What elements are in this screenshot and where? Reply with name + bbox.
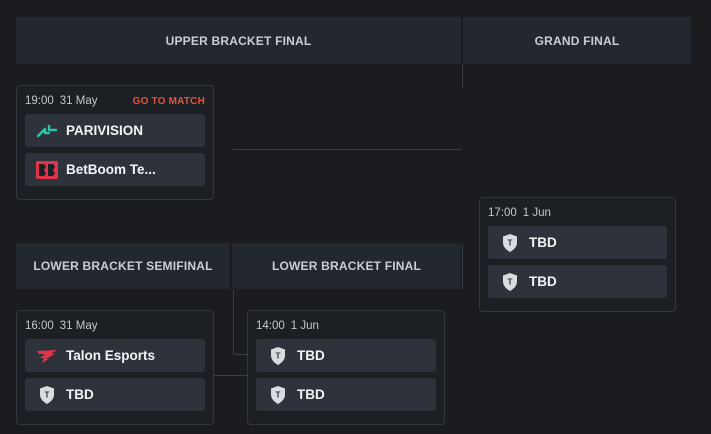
parivision-logo-icon: [35, 119, 59, 143]
bracket-connector: [233, 354, 247, 355]
match-meta: 19:00 31 May GO TO MATCH: [25, 94, 205, 108]
stage-title: LOWER BRACKET SEMIFINAL: [33, 259, 213, 273]
match-time: 19:00: [25, 95, 54, 107]
bracket-connector: [462, 244, 463, 290]
match-meta: 16:00 31 May: [25, 319, 205, 333]
tbd-shield-icon: T: [266, 344, 290, 368]
team-name: TBD: [297, 387, 325, 402]
team-row-parivision[interactable]: PARIVISION: [25, 114, 205, 147]
stage-title: UPPER BRACKET FINAL: [165, 33, 312, 48]
match-date: 31 May: [59, 95, 98, 107]
tbd-shield-icon: T: [35, 383, 59, 407]
team-row-tbd[interactable]: T TBD: [488, 226, 667, 259]
match-card-grand-final[interactable]: 17:00 1 Jun T TBD T TBD: [479, 197, 676, 312]
team-row-tbd[interactable]: T TBD: [488, 265, 667, 298]
match-date: 1 Jun: [290, 320, 319, 332]
bracket-connector: [462, 64, 463, 88]
team-name: Talon Esports: [66, 348, 156, 363]
match-card-lower-bracket-semifinal[interactable]: 16:00 31 May Talon Esports T TBD: [16, 310, 214, 425]
stage-title: LOWER BRACKET FINAL: [271, 259, 422, 273]
team-row-tbd[interactable]: T TBD: [256, 339, 436, 372]
team-row-tbd[interactable]: T TBD: [25, 378, 205, 411]
bracket-connector: [214, 375, 247, 376]
match-date: 1 Jun: [522, 207, 551, 219]
svg-text:T: T: [45, 390, 50, 399]
team-row-betboom[interactable]: BetBoom Te...: [25, 153, 205, 186]
svg-text:T: T: [276, 390, 281, 399]
stage-header-lower-bracket-semifinal: LOWER BRACKET SEMIFINAL: [16, 243, 230, 289]
tbd-shield-icon: T: [498, 270, 522, 294]
match-time: 17:00: [488, 207, 517, 219]
match-date: 31 May: [59, 320, 98, 332]
stage-header-upper-bracket-final: UPPER BRACKET FINAL: [16, 17, 461, 64]
team-name: TBD: [529, 274, 557, 289]
team-name: TBD: [66, 387, 94, 402]
stage-header-lower-bracket-final: LOWER BRACKET FINAL: [232, 243, 461, 289]
match-card-upper-bracket-final[interactable]: 19:00 31 May GO TO MATCH PARIVISION BetB…: [16, 85, 214, 200]
match-meta: 14:00 1 Jun: [256, 319, 436, 333]
match-time: 14:00: [256, 320, 285, 332]
svg-text:T: T: [508, 238, 513, 247]
match-card-lower-bracket-final[interactable]: 14:00 1 Jun T TBD T TBD: [247, 310, 445, 425]
team-name: BetBoom Te...: [66, 162, 156, 177]
team-name: PARIVISION: [66, 123, 144, 138]
stage-title: GRAND FINAL: [534, 33, 620, 48]
match-meta: 17:00 1 Jun: [488, 206, 667, 220]
team-name: TBD: [297, 348, 325, 363]
svg-text:T: T: [508, 277, 513, 286]
stage-header-grand-final: GRAND FINAL: [463, 17, 691, 64]
team-row-tbd[interactable]: T TBD: [256, 378, 436, 411]
tbd-shield-icon: T: [266, 383, 290, 407]
team-row-talon-esports[interactable]: Talon Esports: [25, 339, 205, 372]
betboom-logo-icon: [35, 158, 59, 182]
go-to-match-link[interactable]: GO TO MATCH: [132, 95, 205, 107]
bracket-connector: [233, 149, 462, 150]
match-time: 16:00: [25, 320, 54, 332]
team-name: TBD: [529, 235, 557, 250]
tbd-shield-icon: T: [498, 231, 522, 255]
talon-logo-icon: [35, 344, 59, 368]
bracket-connector: [233, 290, 234, 354]
svg-text:T: T: [276, 351, 281, 360]
